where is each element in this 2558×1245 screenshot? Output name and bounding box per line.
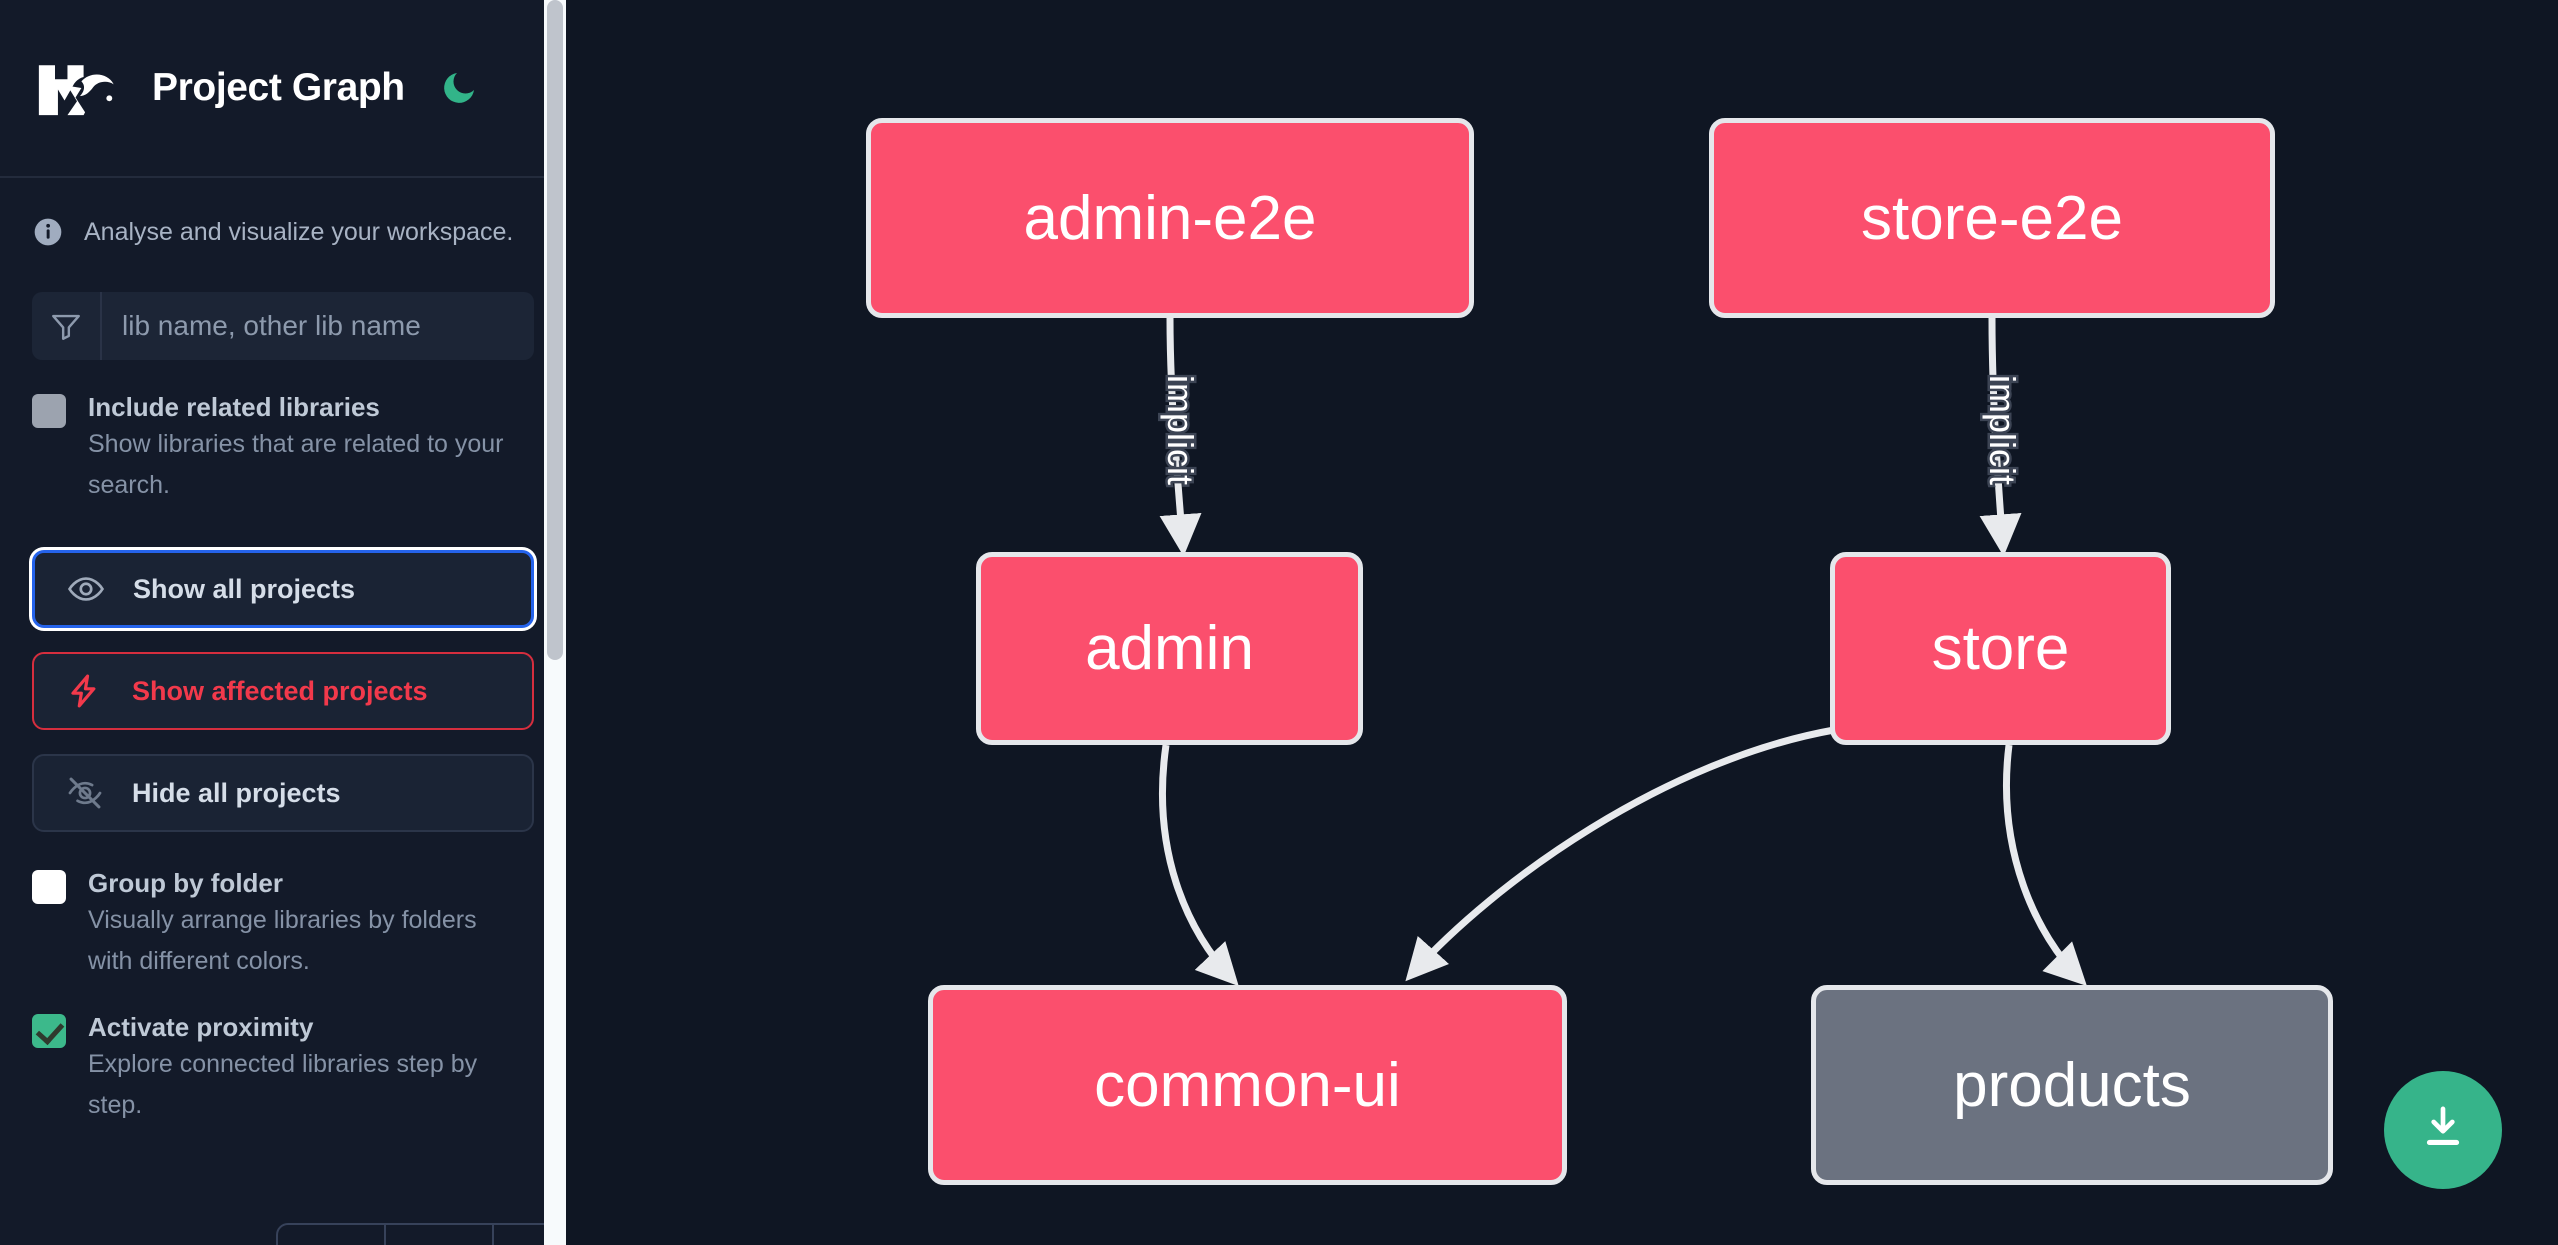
graph-node-store[interactable]: store [1830,552,2171,745]
eye-off-icon [64,772,106,814]
graph-canvas[interactable]: implicit implicit admin-e2e store-e2e ad… [566,0,2558,1245]
filter-section [0,256,566,360]
show-all-projects-button[interactable]: Show all projects [32,550,534,628]
graph-node-label: products [1953,1050,2191,1120]
workspace-tagline: Analyse and visualize your workspace. [0,178,566,256]
hide-all-projects-button[interactable]: Hide all projects [32,754,534,832]
graph-node-store-e2e[interactable]: store-e2e [1709,118,2275,318]
eye-icon [65,568,107,610]
proximity-step-segmented-control[interactable] [276,1223,566,1245]
show-affected-projects-button[interactable]: Show affected projects [32,652,534,730]
show-affected-projects-label: Show affected projects [132,675,428,706]
edge-store-e2e-to-store [1979,317,2022,557]
search-input[interactable] [102,292,534,360]
download-image-button[interactable] [2384,1071,2502,1189]
filter-funnel-icon [32,292,102,360]
moon-icon[interactable] [435,64,483,112]
checkbox-row-group-by-folder[interactable]: Group by folder Visually arrange librari… [0,866,566,982]
include-related-libraries-description: Show libraries that are related to your … [88,430,504,499]
activate-proximity-checkbox[interactable] [32,1014,66,1048]
info-icon [32,216,64,248]
show-all-projects-label: Show all projects [133,573,356,604]
sidebar-scrollbar-thumb[interactable] [547,0,563,660]
projects-button-group: Show all projects Show affected projects [0,550,566,832]
segment-decrease[interactable] [278,1225,386,1245]
graph-edges-layer: implicit implicit [1158,317,2087,987]
activate-proximity-label: Activate proximity [88,1012,314,1042]
group-by-folder-checkbox[interactable] [32,870,66,904]
graph-node-label: admin [1085,614,1254,683]
sidebar-header: Project Graph [0,0,566,178]
checkbox-row-include-related-libraries[interactable]: Include related libraries Show libraries… [0,390,566,506]
graph-node-admin-e2e[interactable]: admin-e2e [866,118,1474,318]
graph-node-label: store [1931,614,2070,683]
edge-store-to-products [2003,744,2087,986]
graph-node-products[interactable]: products [1811,985,2333,1185]
group-by-folder-description: Visually arrange libraries by folders wi… [88,906,477,975]
sidebar-scrollbar-track[interactable] [544,0,566,1245]
include-related-libraries-checkbox[interactable] [32,394,66,428]
download-icon [2415,1100,2471,1161]
sidebar: Project Graph Analyse and visualize yo [0,0,566,1245]
graph-node-common-ui[interactable]: common-ui [928,985,1567,1185]
graph-node-admin[interactable]: admin [976,552,1363,745]
graph-node-label: admin-e2e [1023,183,1317,253]
edge-store-to-common-ui [1405,726,1835,982]
edge-admin-to-common-ui [1159,744,1239,987]
include-related-libraries-label: Include related libraries [88,392,380,422]
hide-all-projects-label: Hide all projects [132,777,341,808]
nx-logo-icon [32,55,122,121]
edge-label-implicit-admin: implicit [1160,375,1201,485]
graph-node-label: common-ui [1094,1050,1401,1120]
checkbox-row-activate-proximity[interactable]: Activate proximity Explore connected lib… [0,1010,566,1126]
filter-box[interactable] [32,292,534,360]
page-title: Project Graph [152,66,405,109]
lightning-bolt-icon [64,670,106,712]
edge-label-implicit-store: implicit [1982,375,2023,485]
segment-value[interactable] [386,1225,494,1245]
activate-proximity-description: Explore connected libraries step by step… [88,1050,478,1119]
group-by-folder-label: Group by folder [88,868,283,898]
tagline-text: Analyse and visualize your workspace. [84,217,514,246]
edge-admin-e2e-to-admin [1159,317,1202,557]
graph-node-label: store-e2e [1861,183,2123,253]
